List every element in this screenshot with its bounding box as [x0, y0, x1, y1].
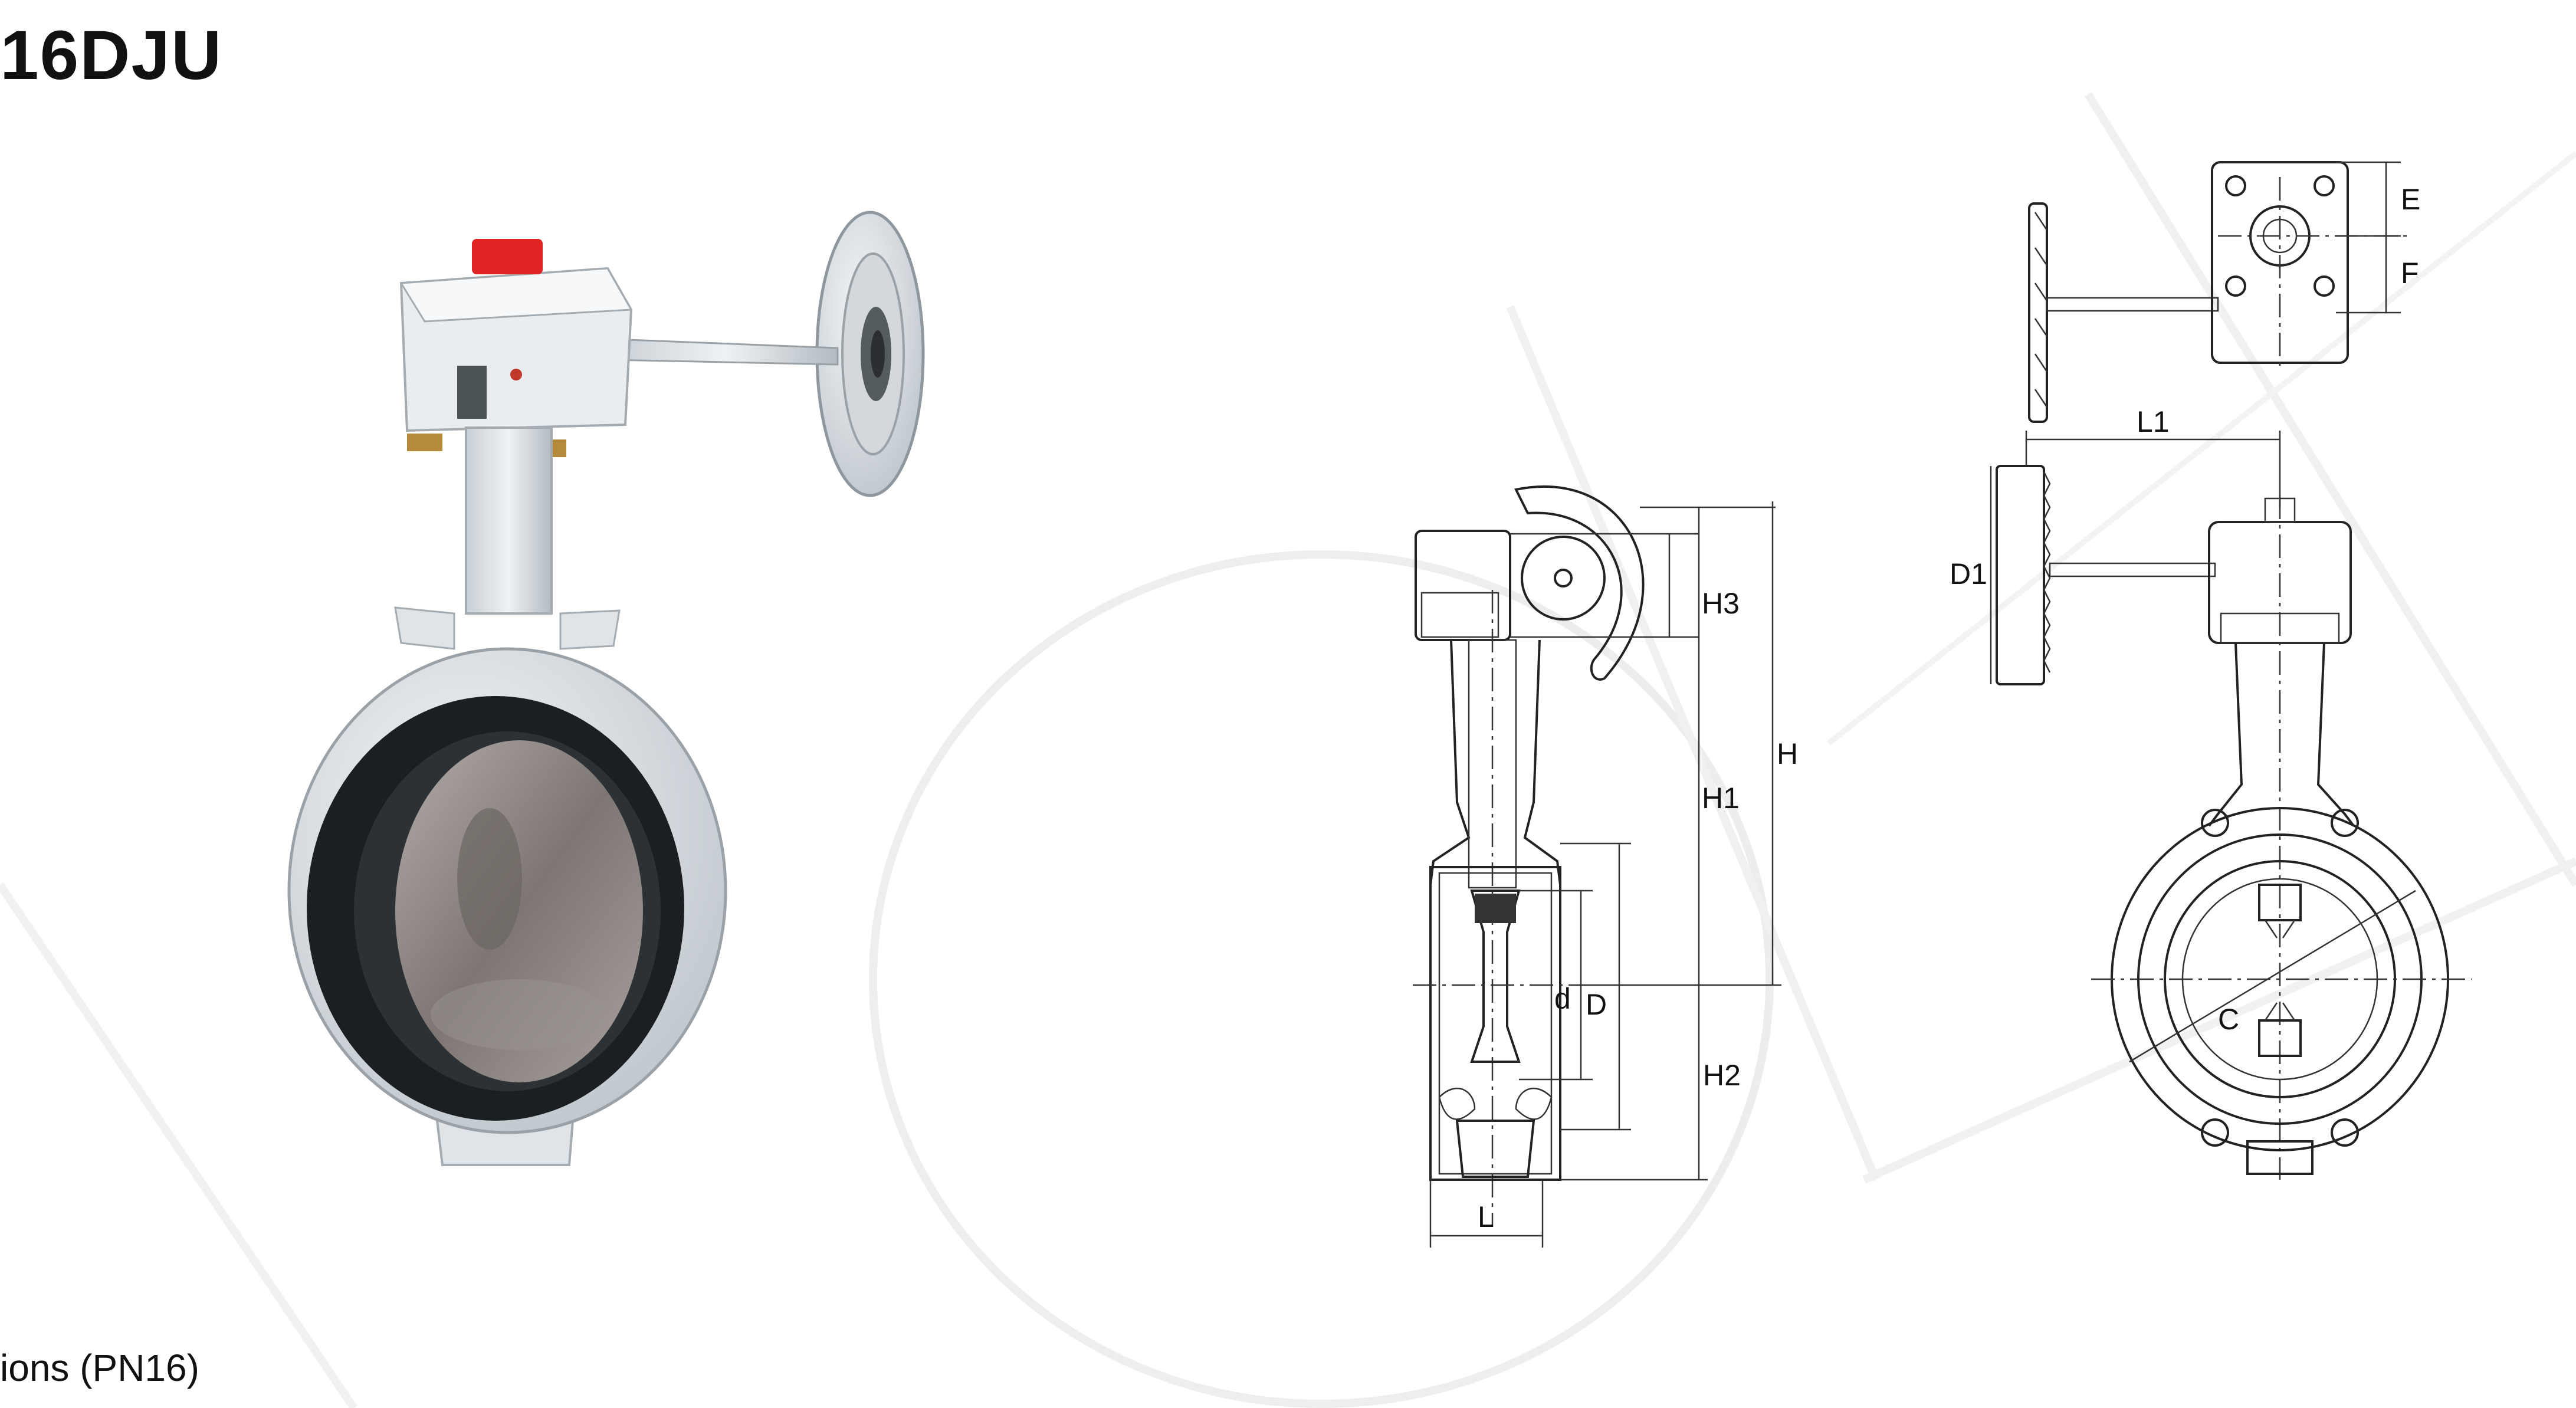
gearbox [399, 239, 633, 457]
handwheel [815, 211, 925, 497]
position-indicator [472, 239, 543, 274]
label-f: F [2401, 257, 2419, 290]
gear-shaft [612, 338, 839, 366]
label-d1: D1 [1950, 557, 1987, 590]
label-h3: H3 [1702, 587, 1740, 620]
top-plan-view: E F [2028, 161, 2420, 423]
label-l: L [1478, 1200, 1494, 1233]
valve-photo [287, 211, 925, 1166]
label-h2: H2 [1703, 1059, 1741, 1092]
label-h1: H1 [1702, 782, 1740, 815]
label-d-large: D [1586, 988, 1607, 1021]
table-caption: ions (PN16) [0, 1347, 199, 1389]
label-d-small: d [1554, 982, 1571, 1015]
label-c: C [2218, 1003, 2239, 1036]
watermark [0, 92, 2576, 1408]
valve-neck [465, 426, 553, 615]
front-view-drawing: E F L1 D1 [1950, 161, 2472, 1180]
label-h: H [1777, 737, 1798, 770]
side-view-drawing: H3 H1 H H2 d D L [1413, 485, 1798, 1248]
product-title: 16DJU [0, 17, 223, 94]
label-l1: L1 [2137, 405, 2170, 438]
label-e: E [2401, 183, 2420, 216]
